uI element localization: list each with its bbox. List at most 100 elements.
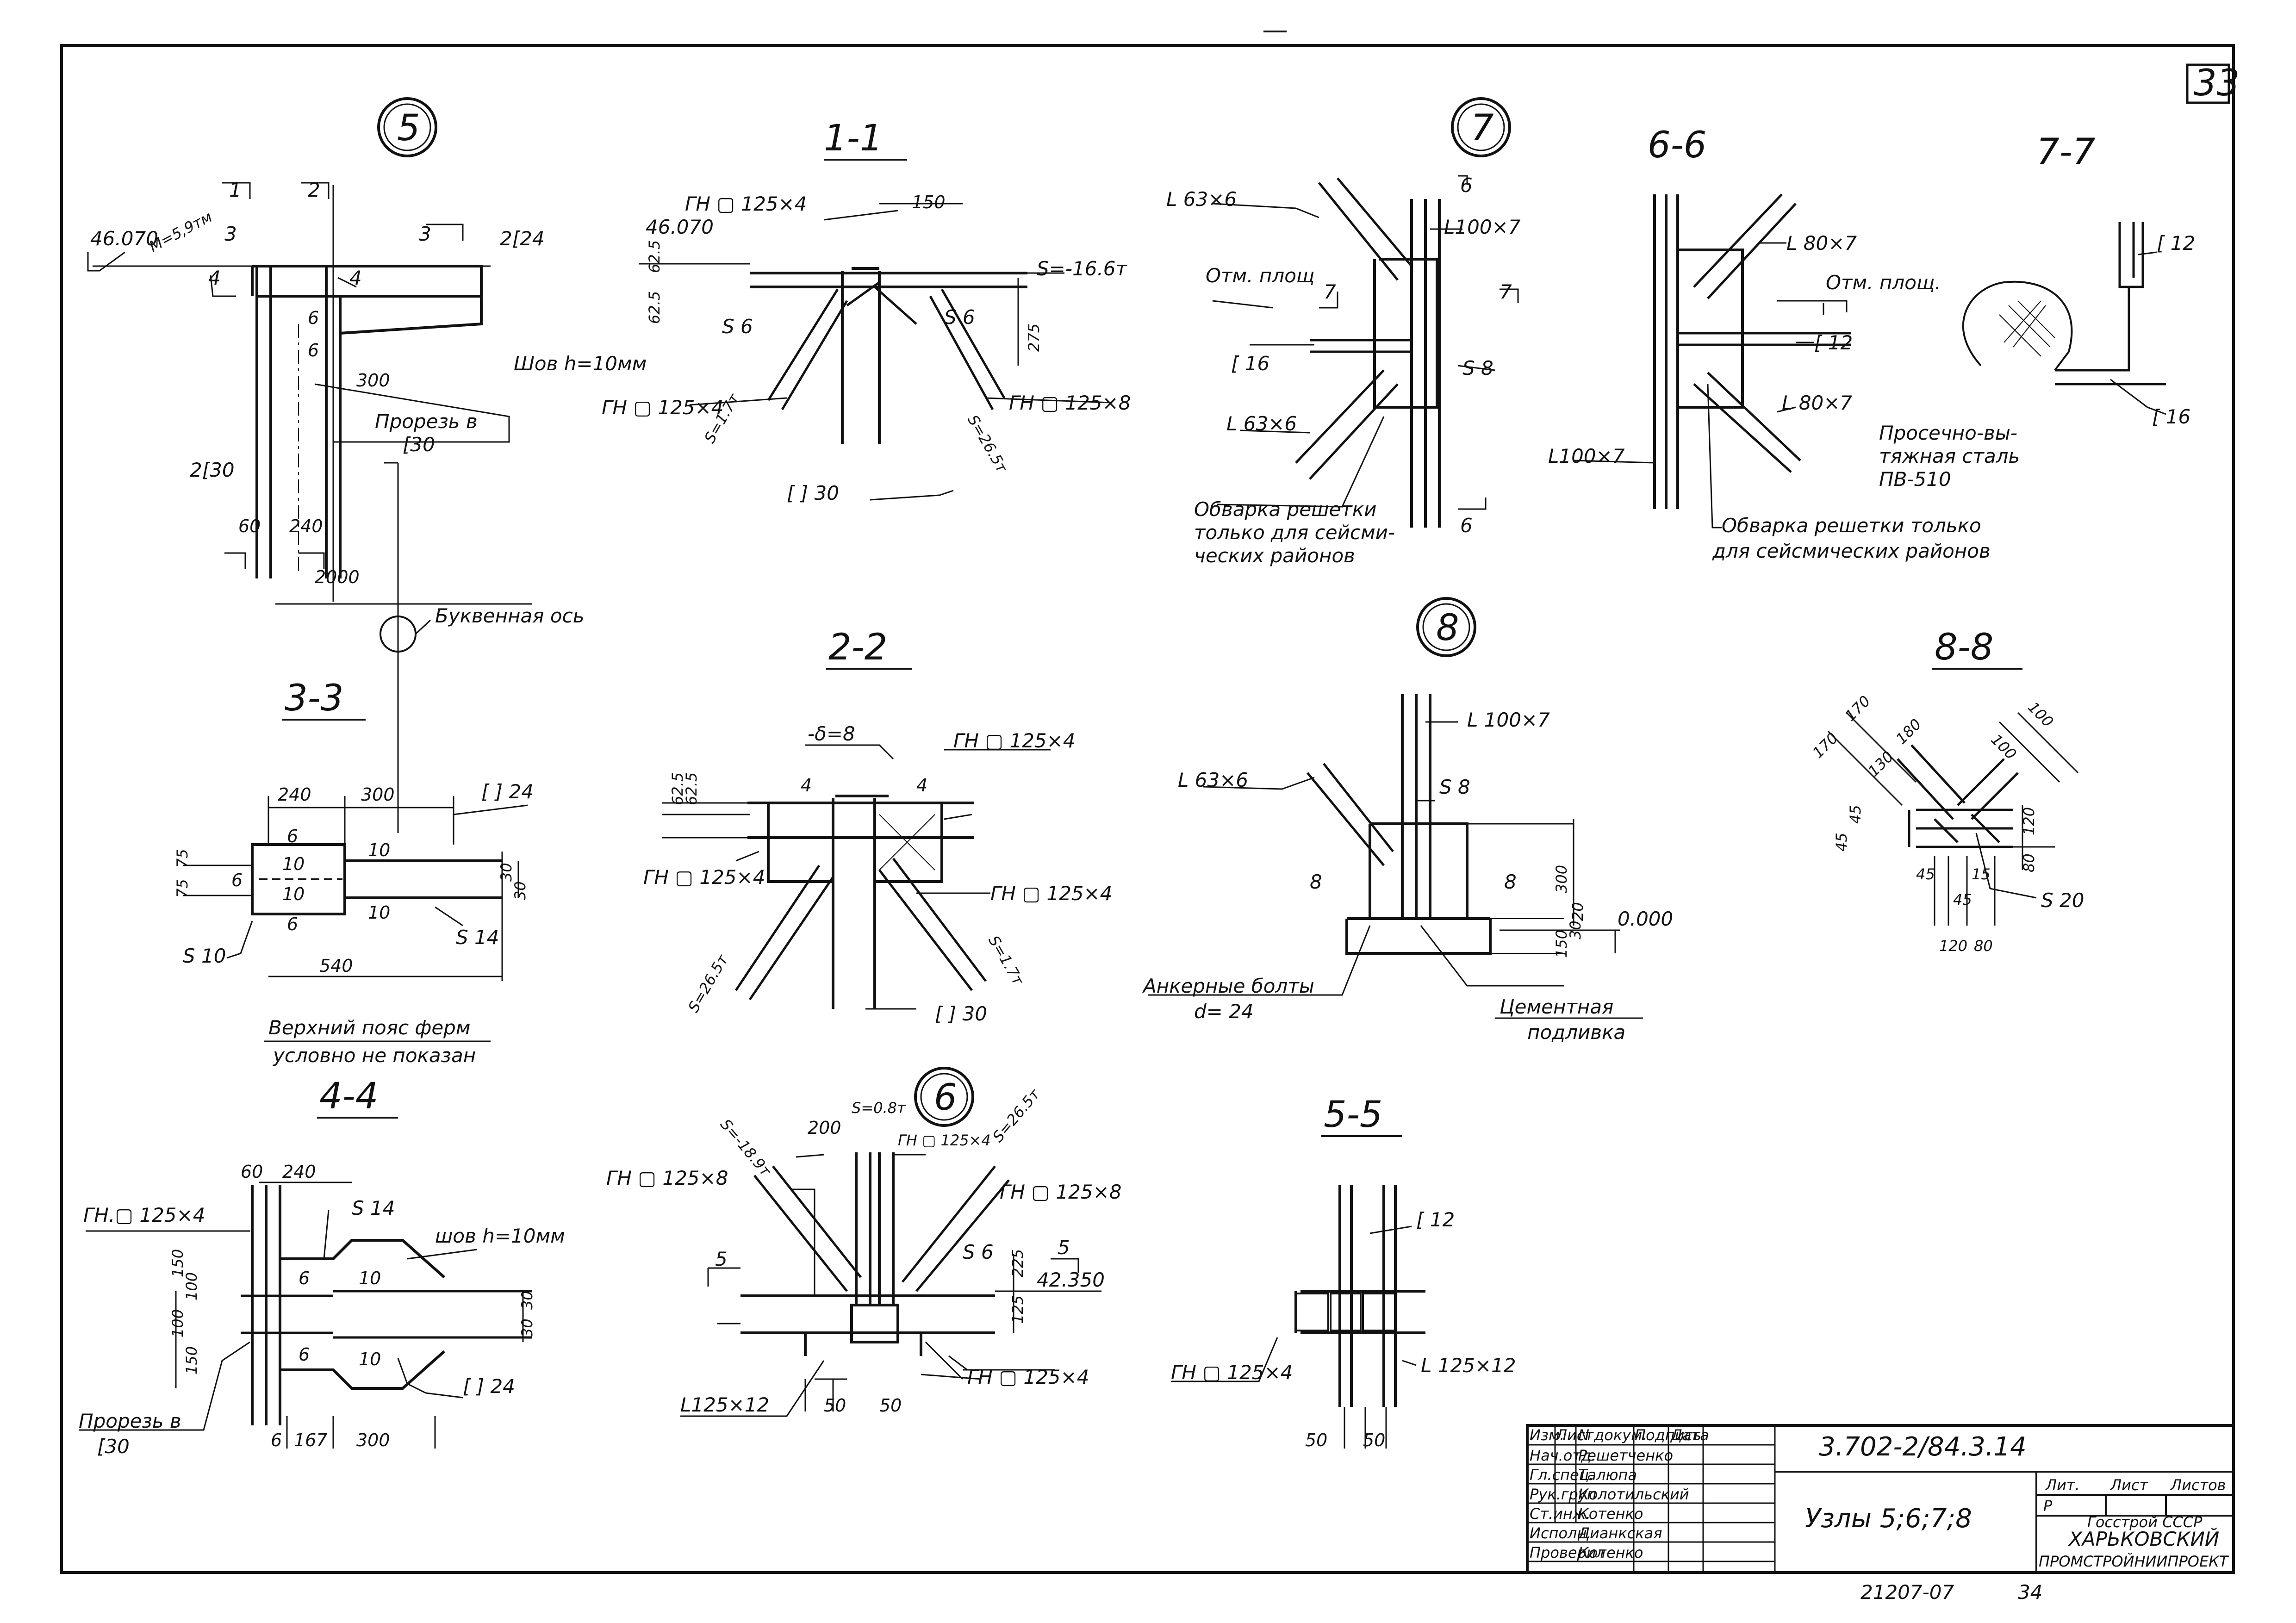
tb-org1: Госстрой СССР [2087,1513,2203,1531]
node5-dim-60: 60 [238,516,261,536]
node5-cut-4b: 4 [349,267,362,289]
node5-cut-label: Прорезь в [375,410,478,433]
n8-dim-30: 30 [1567,920,1584,939]
s8-dim-100a: 100 [2024,698,2057,731]
section-4-4: 4-4 60 240 ГН.▢ 125×4 S 14 шов h=10мм 15… [79,1076,565,1458]
n6-gn4: ГН ▢ 125×4 [967,1366,1089,1388]
s3-note2: условно не показан [272,1044,476,1067]
node5-channel: 2[24 [500,227,545,250]
n6-force-265: S=26.5т [989,1085,1044,1145]
s1-dim-150: 150 [912,192,946,212]
node5-plate-6a: 6 [308,308,319,328]
node-6-number: 6 [934,1077,957,1119]
s4-dim-100a: 100 [183,1272,200,1300]
s8-dim-45c: 45 [1916,865,1935,883]
s4-cut: Прорезь в [79,1410,181,1432]
s4-channel: [ ] 24 [463,1375,515,1398]
s2-dim-625b: 62.5 [683,772,700,805]
n8-bolts1: Анкерные болты [1142,975,1314,997]
node-6-detail: 6 S=0.8т S=-18.9т S=26.5т 200 ГН ▢ 125×4… [606,1067,1121,1417]
tb-role-2: Гл.спец. [1530,1466,1594,1484]
n7-cut-7a: 7 [1324,280,1336,303]
s1-column: [ ] 30 [787,482,839,504]
s5-angle: L 125×12 [1421,1354,1516,1377]
n6-dim-200: 200 [808,1118,841,1138]
n6-angle: L125×12 [680,1393,769,1416]
tb-role-4: Ст.инж. [1530,1505,1591,1523]
s3-dim-30b: 30 [511,881,529,900]
n8-bolts2: d= 24 [1194,1000,1254,1023]
s7-note3: ПВ-510 [1879,468,1951,491]
n7-note2: только для сейсми- [1194,521,1395,544]
s6-elev: Отм. площ. [1826,271,1941,294]
s3-dim-6c: 6 [287,914,298,934]
n8-cut-8a: 8 [1310,871,1322,893]
tb-name-5: Дианкская [1577,1524,1662,1542]
section-4-4-title: 4-4 [319,1076,378,1117]
node5-plate-6b: 6 [308,340,319,361]
tb-org2: ХАРЬКОВСКИЙ [2068,1527,2219,1550]
n8-cut-8b: 8 [1504,871,1517,893]
s7-channel-16: [ 16 [2152,405,2190,428]
section-1-1: 1-1 ГН ▢ 125×4 46.070 150 S=-16.6т 62.5 … [602,118,1131,504]
s4-cut2: [30 [97,1435,130,1458]
tb-name-2: Талюпа [1578,1466,1637,1484]
s1-s6b: S 6 [944,306,975,329]
s3-dim-240: 240 [278,784,311,805]
s3-dim-300: 300 [361,784,395,805]
s3-dim-75a: 75 [174,849,191,868]
node5-dim-240: 240 [289,516,323,536]
s3-dim-6a: 6 [287,826,298,846]
s7-channel-12: [ 12 [2157,232,2195,255]
s2-force-265: S=26.5т [684,951,732,1015]
s8-dim-80b: 80 [1974,937,1993,955]
s8-weld-s20: S 20 [2041,889,2084,912]
s8-dim-45d: 45 [1953,891,1972,908]
tb-role-1: Нач.отд. [1530,1447,1596,1464]
s1-dim-625a: 62.5 [646,240,663,273]
tb-stage-lit: Лит. [2045,1476,2080,1494]
s1-gn1: ГН ▢ 125×4 [685,193,807,215]
tb-hdr-list: Лист [1556,1426,1594,1444]
node5-dim-300: 300 [356,370,390,391]
s4-dim-30a: 30 [518,1291,536,1310]
s4-gn: ГН.▢ 125×4 [83,1204,205,1226]
tb-name-3: Колотильский [1578,1486,1689,1503]
s3-dim-75b: 75 [174,879,191,898]
section-2-2-title: 2-2 [828,627,887,668]
node5-cut-3b: 3 [419,223,431,245]
s2-force-17: S=1.7т [985,933,1027,989]
n7-note1: Обварка решетки [1194,498,1376,521]
n7-weld-s8: S 8 [1462,357,1493,379]
s4-dim-300: 300 [356,1430,390,1450]
s8-dim-45b: 45 [1847,805,1864,824]
section-7-7: 7-7 [ 12 [ 16 Просечно-вы- тяжная сталь … [1879,131,2195,491]
n8-dim-150: 150 [1553,930,1570,958]
s3-dim-10a: 10 [368,840,390,860]
n8-dim-300: 300 [1553,865,1570,893]
n6-gn1: ГН ▢ 125×4 [898,1132,991,1149]
s4-dim-150a: 150 [169,1249,187,1277]
s5-dim-50b: 50 [1363,1430,1385,1450]
node-7-number: 7 [1471,107,1494,149]
tb-stage-sheets: Листов [2170,1476,2226,1494]
n8-dim-20: 20 [1569,902,1587,921]
s4-dim-6a: 6 [299,1268,310,1288]
s4-dim-167: 167 [294,1430,328,1450]
node-5-marker [377,97,437,157]
s1-gn3: ГН ▢ 125×8 [1009,392,1131,414]
n6-cut-5a: 5 [715,1248,728,1270]
s2-plate: -δ=8 [808,722,855,745]
tb-code: 3.702-2/84.3.14 [1819,1432,2027,1462]
s4-seam: шов h=10мм [435,1225,565,1247]
s8-dim-45a: 45 [1833,833,1850,852]
s8-dim-100b: 100 [1987,731,2020,763]
s6-angle-100: L100×7 [1548,445,1625,467]
s2-gn1: ГН ▢ 125×4 [953,729,1075,752]
node-8-marker [1416,597,1476,657]
tb-role-3: Рук.груп. [1530,1486,1601,1503]
s1-force-top: S=-16.6т [1037,257,1128,280]
node-8-detail: 8 L 100×7 L 63×6 S 8 8 8 300 20 150 30 0… [1142,597,1673,1044]
section-5-5: 5-5 [ 12 ГН ▢ 125×4 L 125×12 50 50 [1171,1094,1516,1450]
n6-dim-50a: 50 [824,1395,846,1416]
